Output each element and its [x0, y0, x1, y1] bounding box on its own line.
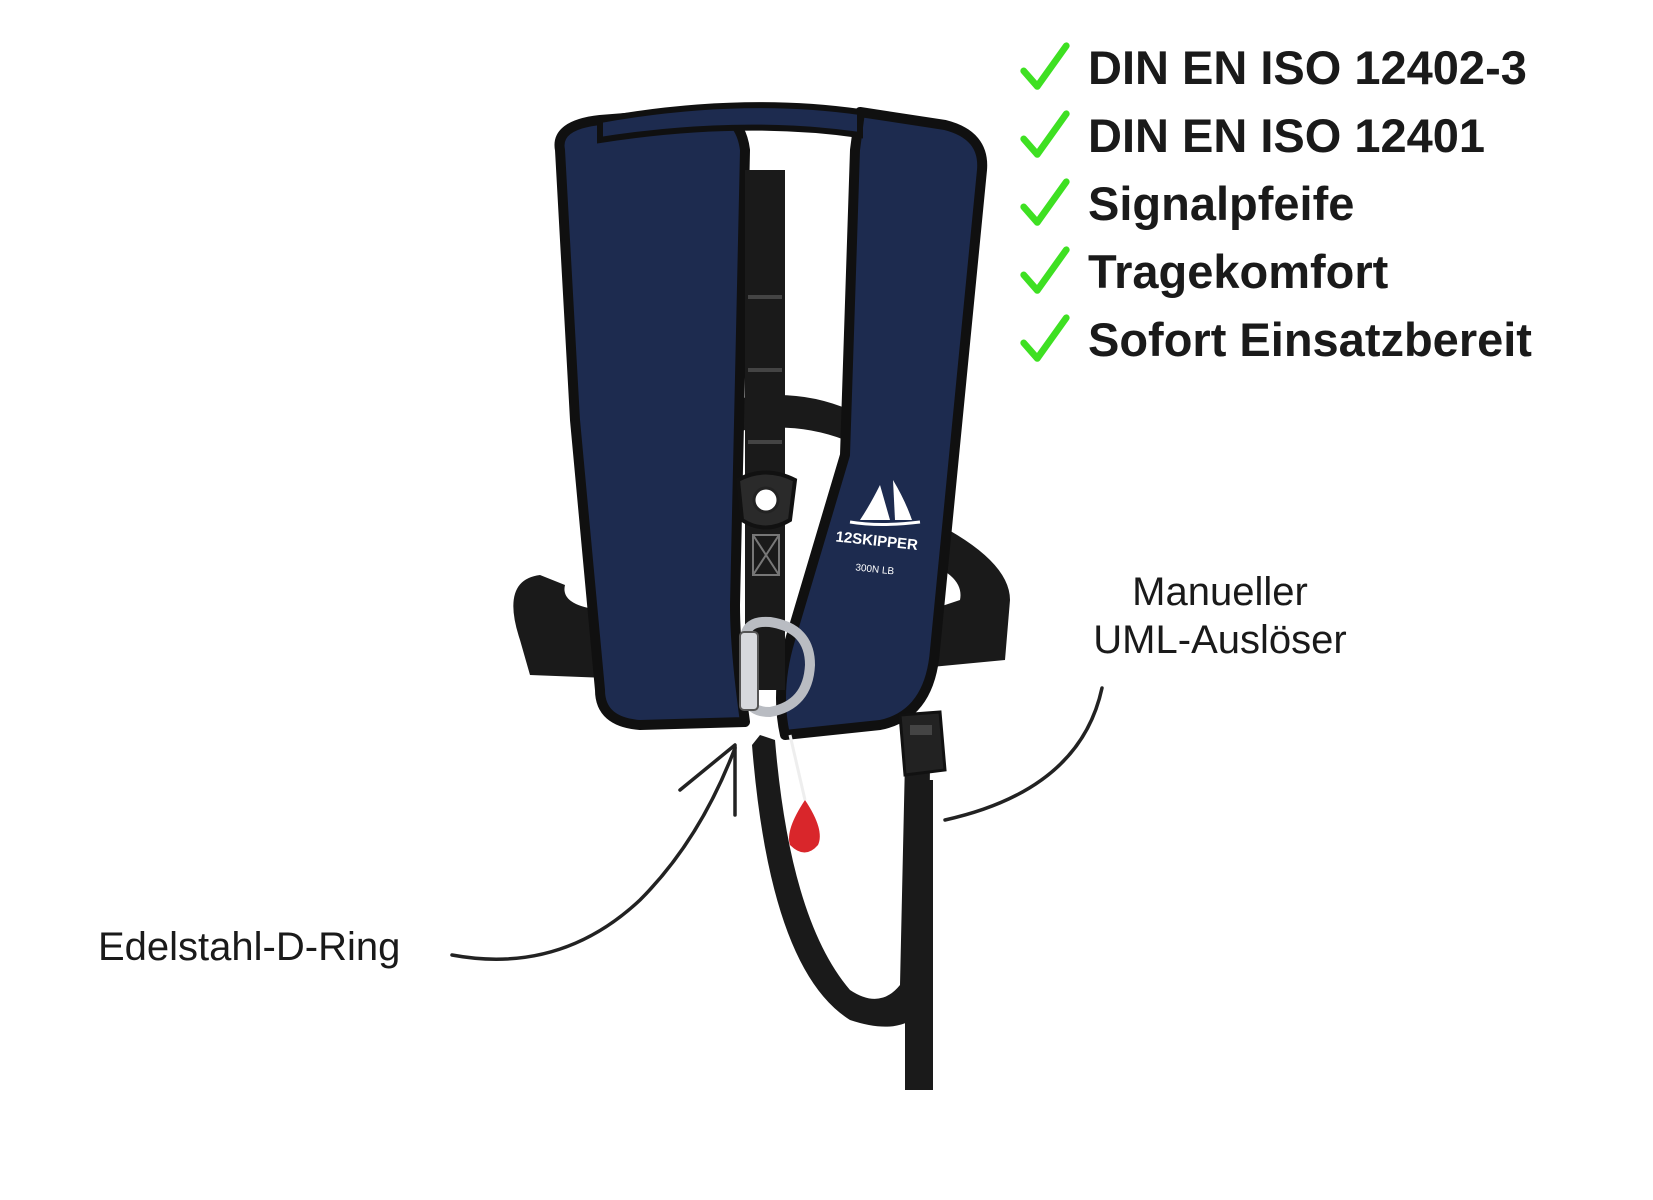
feature-label: Tragekomfort [1088, 245, 1389, 298]
strap-tail [905, 780, 933, 1090]
d-ring-label: Edelstahl-D-Ring [98, 925, 401, 969]
feature-item: Sofort Einsatzbereit [1020, 306, 1532, 374]
crotch-strap [752, 735, 930, 1027]
manual-release-label: Manueller UML-Auslöser [1070, 568, 1370, 664]
feature-item: Signalpfeife [1020, 170, 1532, 238]
center-strap [745, 170, 785, 690]
manual-release-label-line2: UML-Auslöser [1093, 618, 1347, 662]
d-ring [739, 616, 816, 718]
side-release-buckle [898, 710, 947, 777]
rating-text: 300N LB [855, 562, 895, 577]
feature-item: DIN EN ISO 12401 [1020, 102, 1532, 170]
manual-release-label-line1: Manueller [1132, 570, 1308, 614]
d-ring-arrowhead-icon [678, 743, 737, 817]
checkmark-icon [1020, 42, 1070, 90]
feature-label: DIN EN ISO 12401 [1088, 109, 1486, 162]
feature-label: Signalpfeife [1088, 177, 1355, 230]
feature-label: Sofort Einsatzbereit [1088, 313, 1532, 366]
feature-label: DIN EN ISO 12402-3 [1088, 41, 1527, 94]
d-ring-arrow [450, 746, 737, 961]
release-cord [788, 734, 807, 801]
vest-collar [597, 102, 863, 144]
checkmark-icon [1020, 314, 1070, 362]
checkmark-icon [1020, 110, 1070, 158]
manual-release-arrow [943, 686, 1104, 822]
feature-item: Tragekomfort [1020, 238, 1532, 306]
checkmark-icon [1020, 246, 1070, 294]
feature-list: DIN EN ISO 12402-3 DIN EN ISO 12401 Sign… [1020, 34, 1532, 374]
feature-item: DIN EN ISO 12402-3 [1020, 34, 1532, 102]
checkmark-icon [1020, 178, 1070, 226]
vest-left-panel [554, 106, 750, 730]
red-toggle-icon [789, 800, 820, 853]
